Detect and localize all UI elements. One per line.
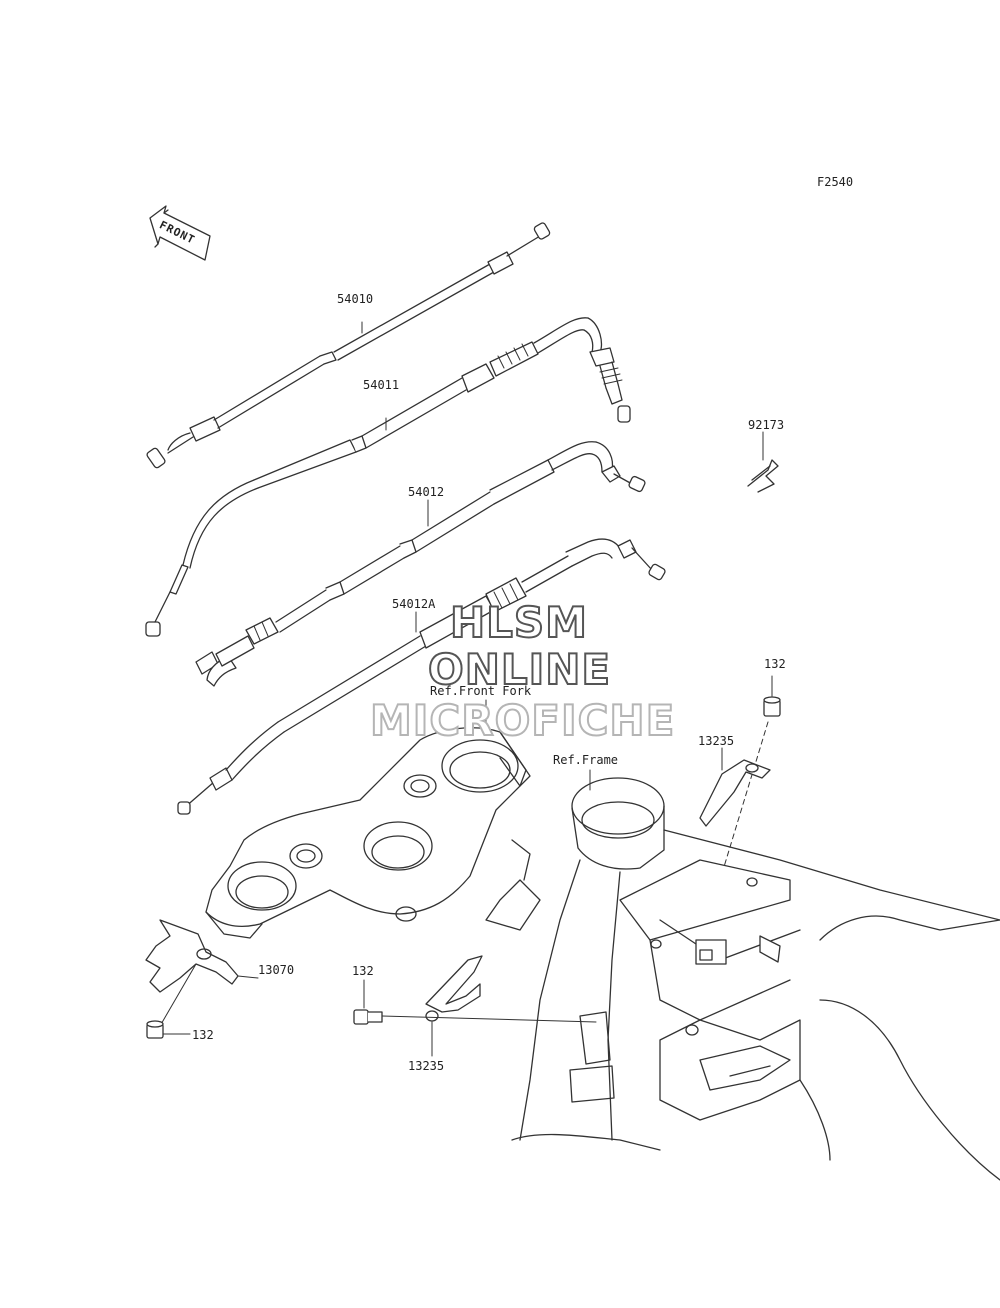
part-label-132-middle[interactable]: 132 bbox=[352, 964, 374, 978]
front-arrow-icon bbox=[149, 205, 211, 261]
ref-frame-label: Ref.Frame bbox=[553, 753, 619, 767]
bracket-13235-middle bbox=[425, 955, 483, 1057]
bolt-132-left bbox=[146, 1020, 191, 1039]
part-label-54010[interactable]: 54010 bbox=[337, 292, 374, 306]
bracket-13070 bbox=[145, 919, 259, 1027]
clip-92173 bbox=[747, 459, 779, 493]
cable-54011 bbox=[145, 317, 631, 637]
part-label-54011[interactable]: 54011 bbox=[363, 378, 400, 392]
part-label-13235-middle[interactable]: 13235 bbox=[408, 1059, 445, 1073]
watermark-line-2: ONLINE bbox=[427, 644, 612, 695]
bracket-13235-right bbox=[699, 747, 771, 827]
watermark-line-3: MICROFICHE bbox=[369, 695, 676, 746]
part-label-13235-right[interactable]: 13235 bbox=[698, 734, 735, 748]
watermark-line-1: HLSM bbox=[449, 597, 588, 648]
bolt-132-middle bbox=[353, 979, 597, 1025]
part-label-92173[interactable]: 92173 bbox=[748, 418, 785, 432]
cable-54012 bbox=[195, 441, 646, 687]
figure-code: F2540 bbox=[817, 175, 854, 189]
part-label-54012[interactable]: 54012 bbox=[408, 485, 445, 499]
part-label-54012A[interactable]: 54012A bbox=[392, 597, 436, 611]
ref-front-fork-label: Ref.Front Fork bbox=[430, 684, 532, 698]
part-label-132-left[interactable]: 132 bbox=[192, 1028, 214, 1042]
cable-54012A bbox=[177, 538, 666, 815]
triple-clamp bbox=[205, 727, 531, 939]
part-label-132-right[interactable]: 132 bbox=[764, 657, 786, 671]
bolt-132-right bbox=[719, 675, 781, 881]
part-label-13070[interactable]: 13070 bbox=[258, 963, 295, 977]
cable-54010 bbox=[146, 222, 551, 469]
frame bbox=[485, 777, 1000, 1181]
leader-lines bbox=[485, 431, 764, 791]
